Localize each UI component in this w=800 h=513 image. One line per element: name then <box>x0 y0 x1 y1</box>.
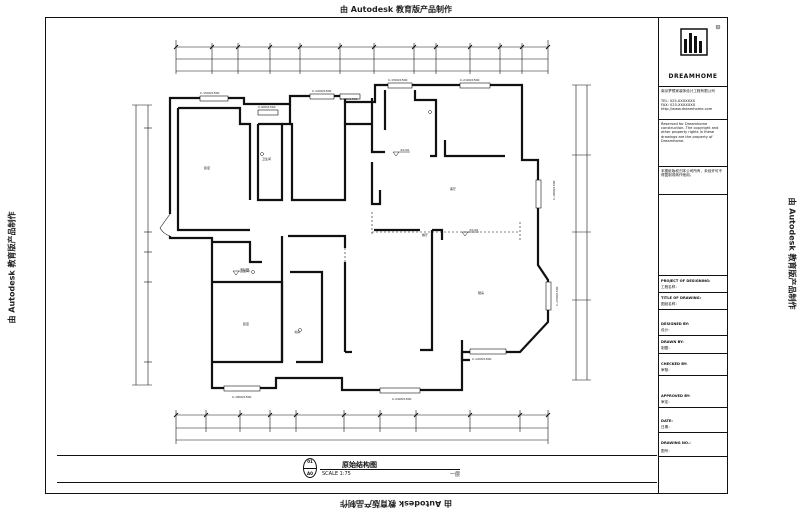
tb-field-value: 图号： <box>661 449 672 453</box>
dreamhome-logo-icon: R <box>680 25 721 56</box>
window-label: C-2400/1500 <box>392 397 412 401</box>
dimension-lines <box>132 40 591 444</box>
window-label: C-1500/1500 <box>555 286 559 306</box>
tb-notice: Reserved for Dreamhome construction. The… <box>661 122 719 143</box>
level-label: ±0.00 <box>469 228 478 232</box>
room-label: 卧室 <box>204 165 210 170</box>
room-label: 卫生间 <box>240 268 249 273</box>
drawing-title: 原始结构图 <box>342 461 377 469</box>
tb-divider <box>658 86 728 87</box>
window-label: C-1800/1500 <box>232 395 252 399</box>
window-label: C-1800/1500 <box>552 180 556 200</box>
window-labels: C-1500/1500 C-900/1500 C-1200/1500 C-900… <box>200 78 559 401</box>
entrance-door <box>159 213 171 237</box>
sheet-number: A0 <box>307 471 313 476</box>
registered-mark: R <box>717 25 719 29</box>
tb-field-label: DATE: <box>661 419 673 423</box>
tb-note-cn: 本图纸版权归本公司所有，未经许可不得复制或转作他用。 <box>661 169 723 178</box>
tb-field-value: 审核： <box>661 368 672 372</box>
drawing-number: 01 <box>307 459 313 464</box>
room-label: 客厅 <box>450 186 456 191</box>
tb-field-label: DRAWN BY: <box>661 340 684 344</box>
tb-field-label: CHECKED BY: <box>661 362 688 366</box>
tb-field-value: 工程名称： <box>661 285 679 289</box>
tb-field-value: 审定： <box>661 400 672 404</box>
tb-divider <box>658 119 728 120</box>
dimension-ticks <box>173 44 551 418</box>
walls <box>168 83 550 392</box>
tb-intro: 南京梦想家装饰设计工程有限公司 <box>661 89 715 93</box>
room-label: 书房 <box>294 329 300 334</box>
tb-field-label: PROJECT OF DESIGNING: <box>661 279 711 283</box>
tb-divider <box>658 194 728 195</box>
title-underline <box>320 469 460 470</box>
tb-field-value: 图纸名称： <box>661 302 679 306</box>
title-block <box>658 17 728 494</box>
level-label: ±0.00 <box>240 267 249 271</box>
room-label: 卧室 <box>243 321 249 326</box>
beam-lines <box>344 212 521 352</box>
tb-field-label: DRAWING NO.: <box>661 441 691 445</box>
level-label: ±0.00 <box>400 148 409 152</box>
room-label: 卫生间 <box>262 156 271 161</box>
window-label: C-900/1500 <box>340 97 358 101</box>
tb-divider <box>658 166 728 167</box>
window-label: C-900/1500 <box>258 105 276 109</box>
tb-contact: TEL: 025-XXXXXXX FAX: 025-XXXXXXX http:/… <box>661 99 713 112</box>
windows <box>199 82 552 394</box>
tb-field-label: TITLE OF DRAWING: <box>661 296 702 300</box>
drawing-frame <box>45 17 728 494</box>
tb-field-value: 设计： <box>661 328 672 332</box>
drawing-scale: SCALE 1:75 <box>322 471 351 477</box>
room-label: 厨房 <box>478 290 484 295</box>
window-label: C-2100/1500 <box>460 78 480 82</box>
window-label: C-1200/1500 <box>312 89 332 93</box>
tb-field-value: 日期： <box>661 425 672 429</box>
level-marks <box>232 151 479 276</box>
room-label: 餐厅 <box>422 232 428 237</box>
tb-divider <box>658 275 728 276</box>
window-label: C-1500/1500 <box>388 78 408 82</box>
tb-field-label: APPROVED BY: <box>661 394 691 398</box>
pipe-markers <box>251 110 432 332</box>
tb-field-value: 制图： <box>661 346 672 350</box>
watermark-top: 由 Autodesk 教育版产品制作 <box>340 5 453 14</box>
room-labels: 卧室 卫生间 客厅 餐厅 厨房 卧室 卫生间 书房 <box>204 156 484 334</box>
drawing-title-bar <box>57 455 657 483</box>
bubble-divider <box>304 468 316 469</box>
window-label: C-1500/1500 <box>200 91 220 95</box>
drawing-floor: 一层 <box>450 472 461 478</box>
logo-brand: DREAMHOME <box>668 73 718 80</box>
drawing-number-bubble <box>303 458 317 478</box>
window-label: C-1200/1500 <box>472 357 492 361</box>
tb-field-label: DESIGNED BY: <box>661 322 690 326</box>
